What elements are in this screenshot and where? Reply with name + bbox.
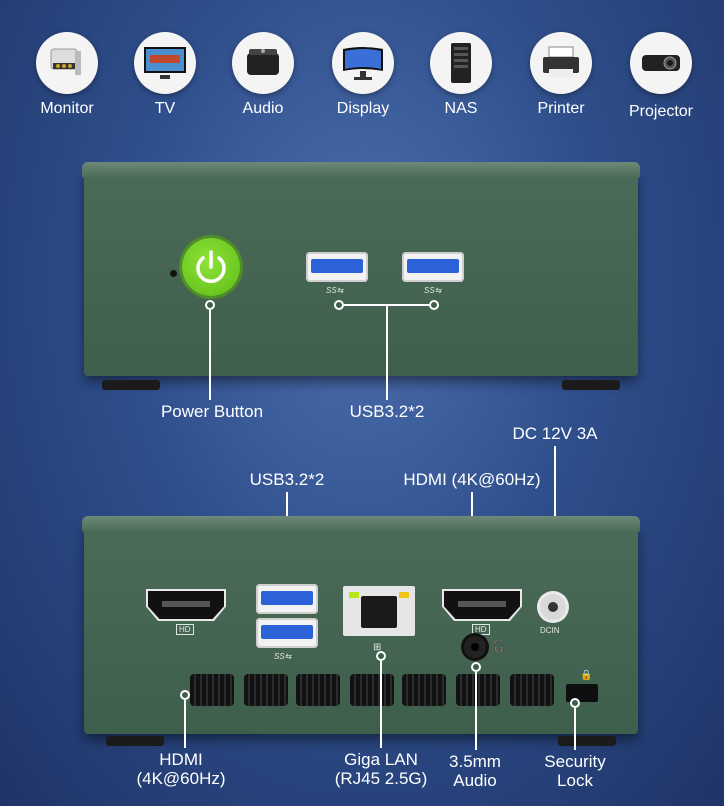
tv-icon [134, 32, 196, 94]
lan-label-line-2: (RJ45 2.5G) [334, 769, 428, 788]
vent-1 [190, 674, 234, 706]
front-usb-port-2[interactable] [402, 252, 464, 282]
audio-label-line-1: 3.5mm [449, 752, 501, 771]
power-button[interactable] [182, 238, 240, 296]
rear-hdmi-left-label: HDMI (4K@60Hz) [120, 750, 242, 788]
rear-hdmi-left-port[interactable] [146, 589, 226, 621]
vent-5 [402, 674, 446, 706]
speaker-icon [232, 32, 294, 94]
nas-icon [430, 32, 492, 94]
lock-icon: 🔒 [580, 670, 593, 681]
power-button-label: Power Button [160, 402, 264, 421]
audio-callout-line [475, 672, 477, 750]
front-panel: SS⇆ SS⇆ [82, 162, 640, 390]
vent-3 [296, 674, 340, 706]
lan-callout-line [380, 661, 382, 748]
front-usb-port-1[interactable] [306, 252, 368, 282]
power-button-callout-dot [205, 300, 215, 310]
lan-label-line-1: Giga LAN [344, 750, 418, 769]
dc-in-mark: DCIN [540, 626, 560, 635]
dc-in-port[interactable] [540, 594, 566, 620]
front-panel-lid [82, 162, 640, 178]
lan-icon: ⊞ [373, 642, 382, 653]
icon-label-projector: Projector [628, 103, 694, 120]
lan-port[interactable] [343, 586, 415, 636]
icon-label-nas: NAS [444, 100, 478, 117]
lan-callout-dot [376, 651, 386, 661]
front-usb-mark-2: SS⇆ [424, 286, 442, 295]
audio-label-line-2: Audio [453, 771, 497, 790]
rear-panel: HD SS⇆ ⊞ HD DCIN 🎧 🔒 [82, 516, 640, 746]
icon-label-monitor: Monitor [40, 100, 94, 117]
front-usb-label: USB3.2*2 [349, 402, 425, 421]
icon-label-audio: Audio [242, 100, 284, 117]
audio-callout-dot [471, 662, 481, 672]
security-camera-icon [36, 32, 98, 94]
rear-usb-mark: SS⇆ [274, 652, 292, 661]
power-icon [196, 250, 226, 283]
rear-usb-label: USB3.2*2 [249, 470, 325, 489]
dc-label: DC 12V 3A [512, 424, 598, 443]
audio-label: 3.5mm Audio [430, 752, 520, 790]
rear-foot-left [106, 736, 164, 746]
rear-hdmi-left-label-line-2: (4K@60Hz) [136, 769, 226, 788]
rear-hdmi-right-label: HDMI (4K@60Hz) [403, 470, 541, 489]
security-lock-callout-line [574, 708, 576, 750]
dc-callout-line [554, 446, 556, 574]
rear-hdmi-left-mark: HD [176, 624, 194, 635]
lan-led-left [349, 592, 359, 598]
audio-jack[interactable] [464, 636, 486, 658]
power-button-callout-line [209, 310, 211, 400]
security-lock-label: Security Lock [530, 752, 620, 790]
icon-label-display: Display [336, 100, 390, 117]
display-icon [332, 32, 394, 94]
front-usb-callout-line [386, 305, 388, 400]
icon-label-printer: Printer [537, 100, 585, 117]
rear-hdmi-right-port[interactable] [442, 589, 522, 621]
rear-usb-port-2[interactable] [256, 618, 318, 648]
projector-icon [630, 32, 692, 94]
rear-hdmi-left-callout-dot [180, 690, 190, 700]
rear-foot-right [558, 736, 616, 746]
front-foot-right [562, 380, 620, 390]
security-lock-label-line-1: Security [544, 752, 606, 771]
security-lock-label-line-2: Lock [557, 771, 593, 790]
vent-7 [510, 674, 554, 706]
icon-label-tv: TV [154, 100, 176, 117]
rear-hdmi-right-mark: HD [472, 624, 490, 635]
lan-socket [361, 596, 397, 628]
front-usb-callout-dot-2 [429, 300, 439, 310]
front-usb-mark-1: SS⇆ [326, 286, 344, 295]
headphone-icon: 🎧 [492, 641, 506, 653]
rear-hdmi-left-label-line-1: HDMI [159, 750, 203, 769]
vent-4 [350, 674, 394, 706]
lan-led-right [399, 592, 409, 598]
front-foot-left [102, 380, 160, 390]
front-indicator-led [170, 270, 177, 277]
vent-6 [456, 674, 500, 706]
product-infographic: Monitor TV Audio Display NAS Printer Pro… [10, 8, 714, 798]
vent-2 [244, 674, 288, 706]
rear-panel-lid [82, 516, 640, 532]
security-lock-slot[interactable] [566, 684, 598, 702]
rear-usb-port-1[interactable] [256, 584, 318, 614]
security-lock-callout-dot [570, 698, 580, 708]
rear-hdmi-left-callout-line [184, 700, 186, 748]
lan-label: Giga LAN (RJ45 2.5G) [324, 750, 438, 788]
front-usb-callout-dot-1 [334, 300, 344, 310]
printer-icon [530, 32, 592, 94]
